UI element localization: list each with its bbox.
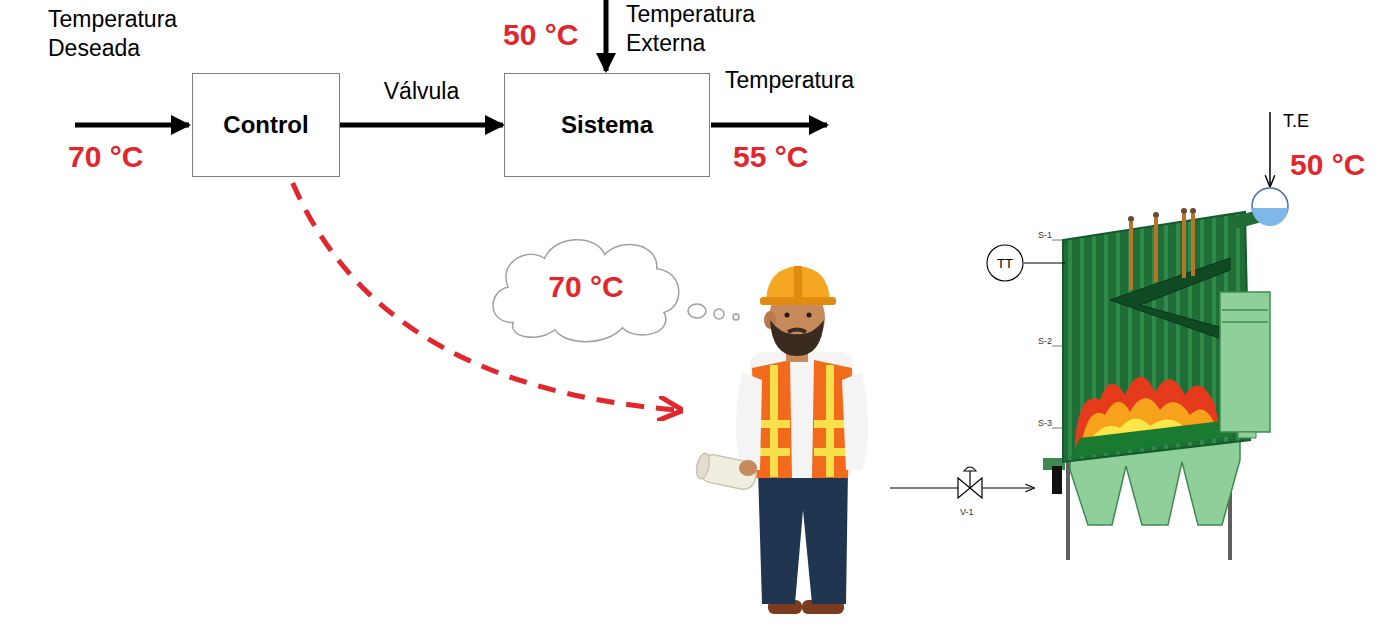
circle-outline <box>987 245 1023 281</box>
thought-bubbles <box>714 309 724 319</box>
boiler <box>1024 112 1288 560</box>
worker-figure <box>842 372 868 470</box>
boiler <box>1252 208 1288 226</box>
thought-bubbles <box>688 304 706 318</box>
boiler <box>1191 214 1195 276</box>
worker-figure <box>766 266 830 300</box>
dashed-arrow <box>282 155 678 410</box>
boiler <box>1153 212 1159 218</box>
valve-symbol <box>969 471 970 488</box>
valve-symbol <box>890 467 1034 498</box>
boiler <box>1052 346 1063 347</box>
process-box: Control <box>192 73 340 177</box>
boiler <box>1129 222 1133 290</box>
worker-figure <box>826 365 834 477</box>
input-label: Temperatura Deseada <box>48 5 198 63</box>
worker-figure <box>739 460 757 476</box>
edge-label: Válvula <box>382 78 461 105</box>
worker-figure <box>794 266 802 298</box>
section-label: S-2 <box>1038 336 1052 347</box>
boiler <box>1052 428 1063 429</box>
valve-symbol <box>890 487 958 488</box>
thought-cloud: 70 °C <box>482 226 690 348</box>
valve-tag: V-1 <box>960 507 974 518</box>
value-label: 50 °C <box>503 16 578 54</box>
boiler <box>1222 321 1268 323</box>
value-label: 55 °C <box>733 138 808 176</box>
signal-arrows <box>75 123 189 128</box>
worker-figure <box>694 266 868 614</box>
boiler <box>1052 240 1063 241</box>
boiler <box>1154 218 1158 282</box>
thought-bubbles <box>733 314 739 320</box>
valve-symbol <box>964 467 976 471</box>
output-label: Temperatura <box>725 66 854 95</box>
process-box: Sistema <box>504 73 710 177</box>
boiler <box>1220 292 1270 432</box>
boiler <box>1052 466 1062 494</box>
section-label: S-3 <box>1038 418 1052 429</box>
section-label: S-1 <box>1038 230 1052 241</box>
boiler <box>1269 112 1271 186</box>
worker-figure <box>770 320 824 356</box>
boiler <box>1238 432 1256 438</box>
instrument-circle: TT <box>986 244 1024 282</box>
value-label: 50 °C <box>1290 146 1365 184</box>
node-text: Sistema <box>561 111 653 139</box>
cloud-outline <box>493 240 679 342</box>
boiler <box>1110 258 1230 342</box>
value-label: 70 °C <box>68 138 143 176</box>
worker-figure <box>760 297 836 305</box>
worker-figure <box>807 313 812 318</box>
worker-figure <box>758 470 848 604</box>
signal-arrows <box>75 0 827 125</box>
boiler <box>1182 214 1186 278</box>
boiler <box>1128 216 1134 222</box>
node-text: 70 °C <box>548 270 623 304</box>
boiler <box>1024 262 1065 263</box>
thought-bubbles <box>688 304 739 320</box>
boiler <box>1128 208 1196 222</box>
boiler <box>1131 214 1193 290</box>
worker-figure <box>788 330 806 333</box>
worker-figure <box>694 452 711 480</box>
worker-figure <box>736 372 762 470</box>
worker-figure <box>770 365 778 477</box>
boiler <box>1070 420 1232 458</box>
boiler <box>1190 208 1196 214</box>
signal-arrows <box>711 123 827 128</box>
worker-figure <box>750 352 854 478</box>
stream-label: T.E <box>1283 110 1309 133</box>
signal-arrow <box>340 123 503 128</box>
boiler <box>1222 309 1268 311</box>
node-text: TT <box>997 256 1013 271</box>
worker-figure <box>785 313 790 318</box>
boiler <box>1181 208 1187 214</box>
signal-arrows <box>604 0 609 71</box>
boiler <box>1066 455 1070 560</box>
valve-symbol <box>982 487 1034 488</box>
disturbance-label: Temperatura Externa <box>626 0 796 58</box>
node-text: Control <box>223 111 308 139</box>
